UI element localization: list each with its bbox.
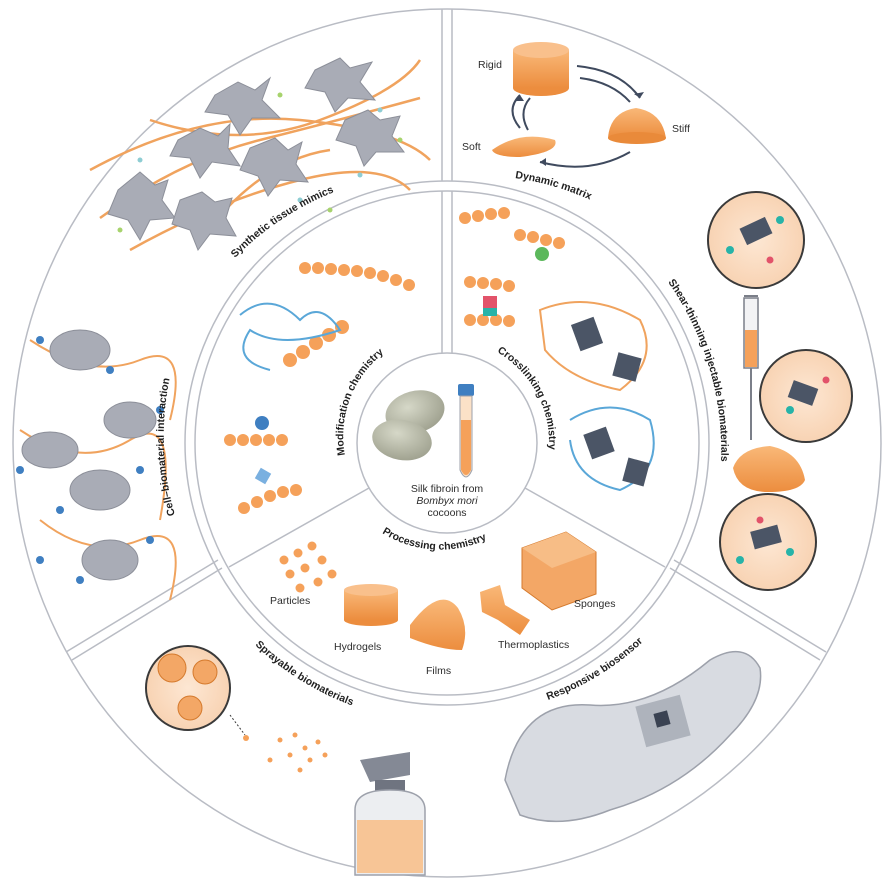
dynamic-matrix-illustration: Rigid Stiff Soft: [462, 42, 690, 168]
hydrogels-label: Hydrogels: [334, 641, 381, 653]
center-ring: [356, 352, 538, 534]
shear-thinning-illustration: [707, 191, 853, 591]
sprayable-illustration: [145, 645, 426, 876]
particles-label: Particles: [270, 595, 310, 607]
crosslinking-text: Crosslinking chemistry: [495, 344, 558, 450]
center-illustration: [372, 384, 474, 478]
dynamic-matrix-text: Dynamic matrix: [515, 169, 594, 202]
dividers: [65, 9, 827, 661]
stiff-label: Stiff: [672, 123, 690, 135]
outer-ring: [12, 8, 882, 878]
rigid-label: Rigid: [478, 59, 502, 71]
synthetic-tissue-illustration: [89, 57, 431, 252]
center-line3: cocoons: [427, 507, 466, 519]
synthetic-tissue-text: Synthetic tissue mimics: [229, 184, 336, 260]
soft-label: Soft: [462, 141, 481, 153]
thermoplastics-label: Thermoplastics: [498, 639, 569, 651]
center-line1: Silk fibroin from: [411, 483, 484, 495]
middle-ring: [184, 180, 710, 706]
responsive-biosensors-illustration: [504, 650, 762, 823]
rings: [12, 8, 882, 878]
crosslinking-illustration: [459, 207, 655, 492]
processing-labels: Particles Hydrogels Films Thermoplastics…: [270, 595, 615, 677]
sponges-label: Sponges: [574, 598, 615, 610]
processing-illustration: [279, 531, 597, 650]
synthetic-tissue-title: Synthetic tissue mimics: [229, 184, 336, 260]
dynamic-matrix-title: Dynamic matrix: [515, 169, 594, 202]
middle-ring-inner: [194, 190, 700, 696]
center-text: Silk fibroin from Bombyx mori cocoons: [411, 483, 484, 519]
films-label: Films: [426, 665, 451, 677]
modification-illustration: [224, 262, 415, 514]
crosslinking-title: Crosslinking chemistry: [495, 344, 558, 450]
center-line2: Bombyx mori: [416, 495, 478, 507]
cell-biomaterial-illustration: [16, 329, 177, 601]
